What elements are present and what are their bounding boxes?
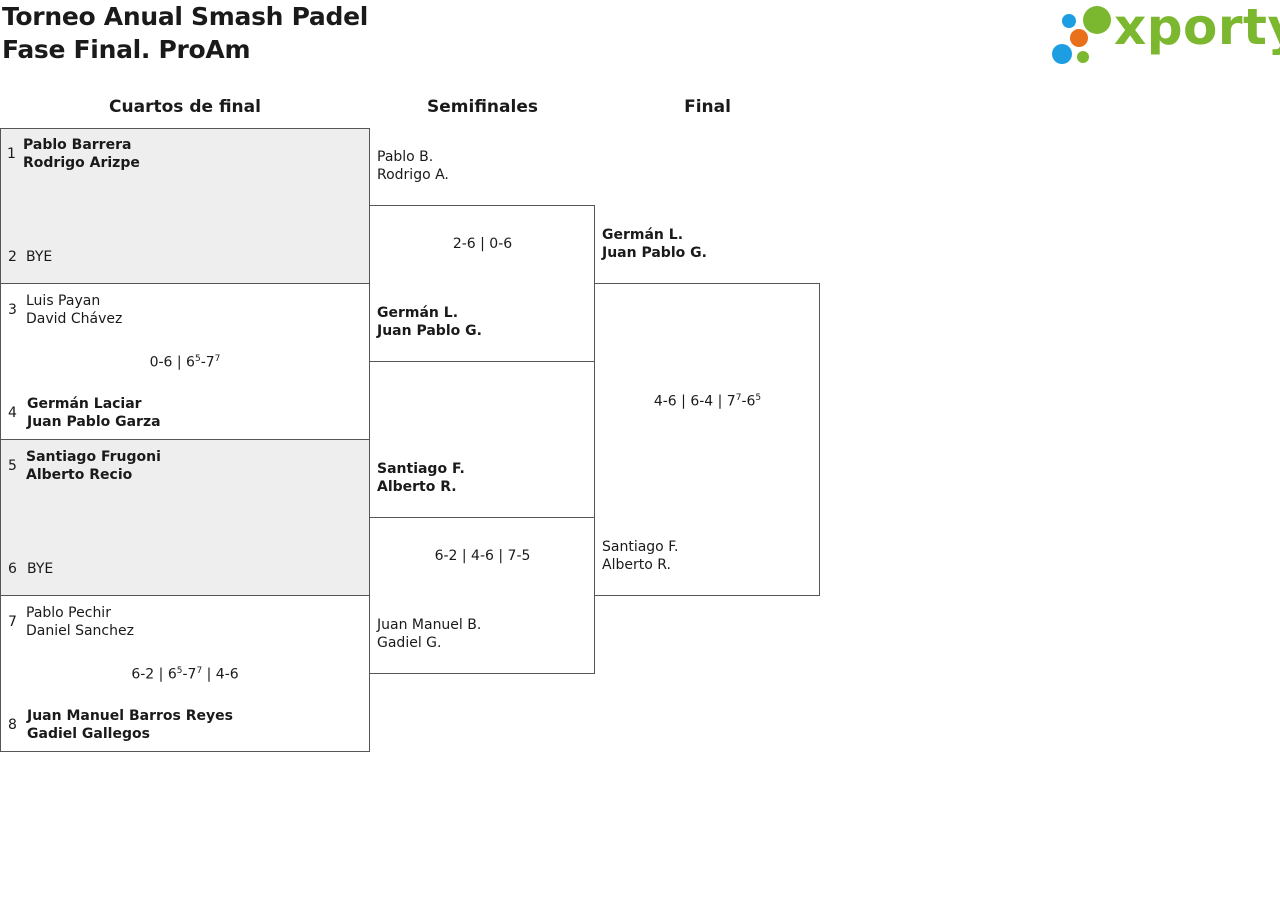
match-score: 0-6 | 65-77 (0, 354, 370, 371)
logo-dot-green (1083, 6, 1111, 34)
round-header-final: Final (684, 97, 731, 117)
score-text: -7 (182, 666, 197, 683)
seed-number: 5 (8, 458, 17, 474)
team-final-b[interactable]: Santiago F. Alberto R. (602, 538, 678, 574)
team-qf1-b: BYE (26, 248, 52, 266)
match-score: 2-6 | 0-6 (370, 236, 595, 252)
team-qf2-b[interactable]: Germán Laciar Juan Pablo Garza (27, 395, 161, 431)
team-qf3-b: BYE (27, 560, 53, 578)
seed-number: 6 (8, 561, 17, 577)
bye-label: BYE (27, 561, 54, 577)
seed-number: 4 (8, 405, 17, 421)
score-text: -6 (741, 393, 756, 410)
player-name: Germán L. (602, 227, 684, 243)
player-name: Gadiel Gallegos (27, 726, 150, 742)
match-final[interactable] (594, 283, 820, 596)
xporty-logo[interactable]: xporty (1052, 0, 1280, 66)
team-qf4-b[interactable]: Juan Manuel Barros Reyes Gadiel Gallegos (27, 707, 233, 743)
logo-dot-green-small (1077, 51, 1089, 63)
score-text: 0-6 | 6 (149, 354, 195, 371)
team-qf4-a[interactable]: Pablo Pechir Daniel Sanchez (26, 604, 134, 640)
logo-dot-blue-large (1052, 44, 1072, 64)
player-name: David Chávez (26, 311, 123, 327)
player-name: Germán L. (377, 305, 459, 321)
team-qf2-a[interactable]: Luis Payan David Chávez (26, 292, 122, 328)
tiebreak-score: 5 (176, 666, 183, 676)
tiebreak-score: 5 (194, 354, 201, 364)
player-name: Germán Laciar (27, 396, 142, 412)
team-sf2-b[interactable]: Juan Manuel B. Gadiel G. (377, 616, 481, 652)
player-name: Santiago F. (377, 461, 465, 477)
round-header-quarterfinals: Cuartos de final (109, 97, 261, 117)
player-name: Juan Pablo Garza (27, 414, 161, 430)
score-text: -7 (200, 354, 215, 371)
player-name: Santiago Frugoni (26, 449, 161, 465)
seed-number: 1 (7, 146, 16, 162)
team-sf2-a[interactable]: Santiago F. Alberto R. (377, 460, 465, 496)
team-sf1-a[interactable]: Pablo B. Rodrigo A. (377, 148, 449, 184)
player-name: Pablo Pechir (26, 605, 111, 621)
score-text: 2-6 | 0-6 (452, 236, 513, 252)
match-qf2[interactable] (0, 283, 370, 440)
seed-number: 2 (8, 249, 17, 265)
score-text: 4-6 | 6-4 | 7 (653, 393, 736, 410)
logo-dot-blue (1062, 14, 1076, 28)
match-score: 6-2 | 65-77 | 4-6 (0, 666, 370, 683)
logo-dot-orange (1070, 29, 1088, 47)
player-name: Juan Manuel Barros Reyes (27, 708, 233, 724)
player-name: Daniel Sanchez (26, 623, 134, 639)
player-name: Juan Pablo G. (602, 245, 707, 261)
bye-label: BYE (26, 249, 53, 265)
team-qf1-a[interactable]: Pablo Barrera Rodrigo Arizpe (23, 136, 140, 172)
player-name: Pablo B. (377, 149, 434, 165)
seed-number: 8 (8, 717, 17, 733)
player-name: Gadiel G. (377, 635, 442, 651)
player-name: Alberto Recio (26, 467, 133, 483)
match-qf4[interactable] (0, 595, 370, 752)
team-sf1-b[interactable]: Germán L. Juan Pablo G. (377, 304, 482, 340)
match-score: 4-6 | 6-4 | 77-65 (595, 393, 820, 410)
seed-number: 7 (8, 614, 17, 630)
tiebreak-score: 7 (196, 666, 203, 676)
team-qf3-a[interactable]: Santiago Frugoni Alberto Recio (26, 448, 161, 484)
phase-title: Fase Final. ProAm (2, 35, 251, 64)
player-name: Pablo Barrera (23, 137, 132, 153)
match-score: 6-2 | 4-6 | 7-5 (370, 548, 595, 564)
round-header-semifinals: Semifinales (427, 97, 538, 117)
score-text: | 4-6 (202, 666, 239, 683)
tiebreak-score: 7 (214, 354, 221, 364)
score-text: 6-2 | 6 (131, 666, 177, 683)
tournament-title: Torneo Anual Smash Padel (2, 2, 369, 31)
player-name: Santiago F. (602, 539, 679, 555)
match-qf1[interactable] (0, 128, 370, 284)
player-name: Luis Payan (26, 293, 101, 309)
player-name: Juan Pablo G. (377, 323, 482, 339)
seed-number: 3 (8, 302, 17, 318)
team-final-a[interactable]: Germán L. Juan Pablo G. (602, 226, 707, 262)
logo-text: xporty (1114, 0, 1280, 56)
match-sf2[interactable] (369, 517, 595, 674)
player-name: Rodrigo Arizpe (23, 155, 140, 171)
player-name: Alberto R. (602, 557, 671, 573)
player-name: Alberto R. (377, 479, 457, 495)
tiebreak-score: 7 (735, 393, 742, 403)
player-name: Rodrigo A. (377, 167, 449, 183)
tiebreak-score: 5 (755, 393, 762, 403)
player-name: Juan Manuel B. (377, 617, 482, 633)
score-text: 6-2 | 4-6 | 7-5 (434, 548, 531, 564)
